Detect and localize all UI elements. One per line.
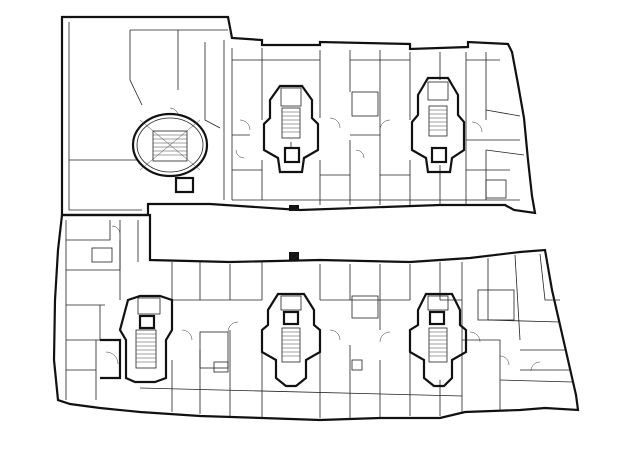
stair-core [260,292,322,388]
south-wing [52,213,580,422]
stair-core [410,76,466,174]
stair-core [118,294,174,384]
stair-core [262,84,320,174]
stair-core [408,292,468,388]
rotunda [131,112,209,194]
north-wing [60,15,537,217]
